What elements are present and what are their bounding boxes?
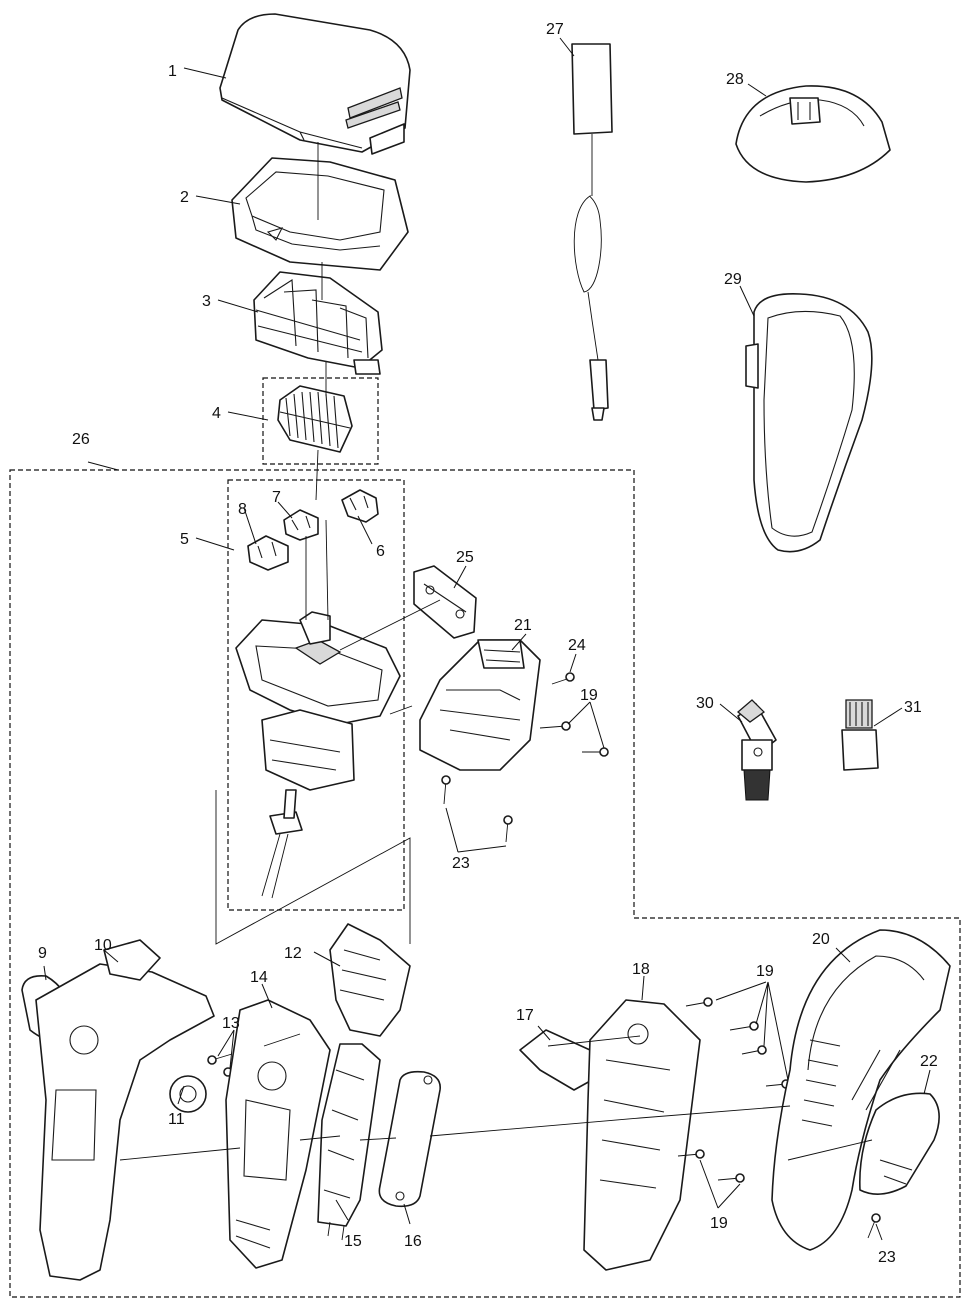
callout-15: 15 bbox=[344, 1233, 362, 1250]
part-16-battery bbox=[378, 1070, 441, 1208]
callout-22: 22 bbox=[920, 1053, 938, 1070]
callout-28: 28 bbox=[726, 71, 744, 88]
part-24-screw bbox=[551, 672, 575, 685]
callout-3: 3 bbox=[202, 293, 211, 310]
part-2-outer-frame bbox=[231, 157, 409, 271]
part-14-main-frame bbox=[225, 999, 331, 1269]
callout-leaders bbox=[43, 37, 931, 1241]
part-3-outer-foil bbox=[253, 271, 383, 375]
callout-5: 5 bbox=[180, 531, 189, 548]
group-4-boundary bbox=[262, 377, 379, 465]
callout-2: 2 bbox=[180, 189, 189, 206]
callout-18: 18 bbox=[632, 961, 650, 978]
callout-16: 16 bbox=[404, 1233, 422, 1250]
part-25-plate bbox=[413, 565, 477, 639]
callout-4: 4 bbox=[212, 405, 221, 422]
part-20-rear-case bbox=[771, 929, 951, 1251]
part-8-clip bbox=[247, 535, 289, 571]
callout-19-upper: 19 bbox=[580, 687, 598, 704]
callout-29: 29 bbox=[724, 271, 742, 288]
part-11-switch-button bbox=[169, 1075, 207, 1113]
assembly-guide-lines bbox=[119, 142, 873, 1161]
callout-24: 24 bbox=[568, 637, 586, 654]
callout-23-upper: 23 bbox=[452, 855, 470, 872]
callout-23-lower: 23 bbox=[878, 1249, 896, 1266]
part-7-clip bbox=[283, 509, 319, 541]
part-1-protective-cap bbox=[219, 13, 411, 155]
callout-10: 10 bbox=[94, 937, 112, 954]
part-12-bracket bbox=[329, 923, 411, 1037]
callout-7: 7 bbox=[272, 489, 281, 506]
callout-19-lower-top: 19 bbox=[756, 963, 774, 980]
callout-12: 12 bbox=[284, 945, 302, 962]
callout-labels: 1 2 3 4 5 6 7 8 9 10 11 12 13 14 15 16 1… bbox=[38, 21, 938, 1266]
group-5-boundary bbox=[227, 479, 405, 911]
callout-26: 26 bbox=[72, 431, 90, 448]
callout-6: 6 bbox=[376, 543, 385, 560]
part-30-cleaning-brush bbox=[736, 699, 777, 801]
callout-17: 17 bbox=[516, 1007, 534, 1024]
part-17-small-bracket bbox=[519, 1029, 593, 1091]
callout-30: 30 bbox=[696, 695, 714, 712]
part-6-clip bbox=[341, 489, 379, 523]
callout-20: 20 bbox=[812, 931, 830, 948]
part-27-ac-adaptor bbox=[571, 43, 613, 421]
callout-8: 8 bbox=[238, 501, 247, 518]
part-10-front-case bbox=[35, 939, 215, 1281]
part-15-circuit-board bbox=[317, 1043, 381, 1241]
part-5-head-unit bbox=[235, 611, 401, 899]
part-19-screws-lower bbox=[677, 997, 791, 1183]
part-23-screws-upper bbox=[441, 775, 513, 843]
callout-19-lower-bottom: 19 bbox=[710, 1215, 728, 1232]
callout-27: 27 bbox=[546, 21, 564, 38]
group-26-boundary bbox=[9, 469, 961, 1298]
part-23-screw-lower bbox=[867, 1213, 881, 1239]
callout-13: 13 bbox=[222, 1015, 240, 1032]
part-18-inner-frame bbox=[583, 999, 701, 1271]
callout-14: 14 bbox=[250, 969, 268, 986]
part-31-oil-bottle bbox=[841, 699, 879, 771]
part-28-charging-stand bbox=[735, 85, 891, 183]
part-29-pouch bbox=[745, 293, 873, 553]
callout-31: 31 bbox=[904, 699, 922, 716]
callout-21: 21 bbox=[514, 617, 532, 634]
part-4-inner-blades bbox=[277, 385, 353, 453]
callout-9: 9 bbox=[38, 945, 47, 962]
callout-11: 11 bbox=[168, 1111, 185, 1128]
part-22-rear-cover bbox=[859, 1092, 940, 1195]
callout-25: 25 bbox=[456, 549, 474, 566]
part-21-motor-bracket bbox=[419, 639, 541, 771]
callout-1: 1 bbox=[168, 63, 177, 80]
